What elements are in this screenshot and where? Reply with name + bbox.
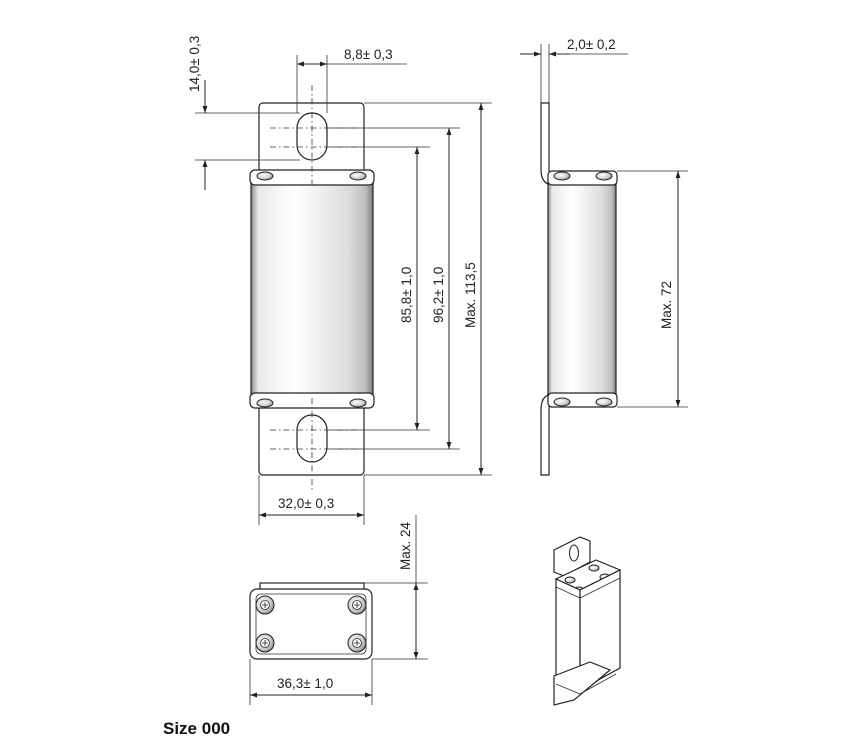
label-overall-length: Max. 113,5 (463, 262, 478, 328)
label-body-depth: Max. 24 (398, 521, 413, 570)
top-view-screw (255, 595, 275, 615)
iso-bottom-tab (553, 661, 612, 706)
front-screw (349, 171, 367, 181)
side-view (540, 102, 618, 476)
dim-overall-length: Max. 113,5 (364, 102, 492, 476)
dim-tab-width: 32,0± 0,3 (258, 475, 365, 525)
label-tab-width: 32,0± 0,3 (278, 496, 334, 511)
side-screw (595, 171, 613, 181)
side-screw (595, 397, 613, 407)
top-view-screw (347, 595, 367, 615)
top-view-screw (255, 633, 275, 653)
label-inner-center: 85,8± 1,0 (399, 267, 414, 323)
top-view-screw (347, 633, 367, 653)
dim-body-width: 36,3± 1,0 (249, 659, 373, 705)
front-screw (256, 398, 274, 408)
dim-body-depth: Max. 24 (364, 515, 428, 660)
side-body (547, 179, 617, 401)
dim-slot-width: 8,8± 0,3 (296, 47, 407, 113)
label-outer-center: 96,2± 1,0 (431, 267, 446, 323)
top-view-body (249, 588, 373, 660)
label-body-width: 36,3± 1,0 (277, 676, 333, 691)
front-view (249, 85, 375, 490)
side-screw (553, 171, 571, 181)
label-slot-width: 8,8± 0,3 (344, 47, 393, 62)
size-caption: Size 000 (163, 719, 231, 738)
label-tab-thickness: 2,0± 0,2 (567, 37, 616, 52)
label-body-length: Max. 72 (659, 281, 674, 329)
front-body (250, 175, 374, 405)
side-screw (553, 397, 571, 407)
label-tab-height: 14,0± 0,3 (187, 36, 202, 92)
dim-body-length: Max. 72 (617, 170, 688, 408)
isometric-view (553, 536, 622, 706)
dim-outer-center: 96,2± 1,0 (330, 127, 460, 450)
dim-tab-height: 14,0± 0,3 (187, 36, 300, 190)
iso-top-slot (569, 544, 579, 562)
iso-body-right (579, 569, 621, 692)
top-view (249, 582, 373, 660)
dim-inner-center: 85,8± 1,0 (330, 146, 430, 431)
front-screw (349, 398, 367, 408)
front-screw (256, 171, 274, 181)
dim-tab-thickness: 2,0± 0,2 (520, 37, 628, 103)
